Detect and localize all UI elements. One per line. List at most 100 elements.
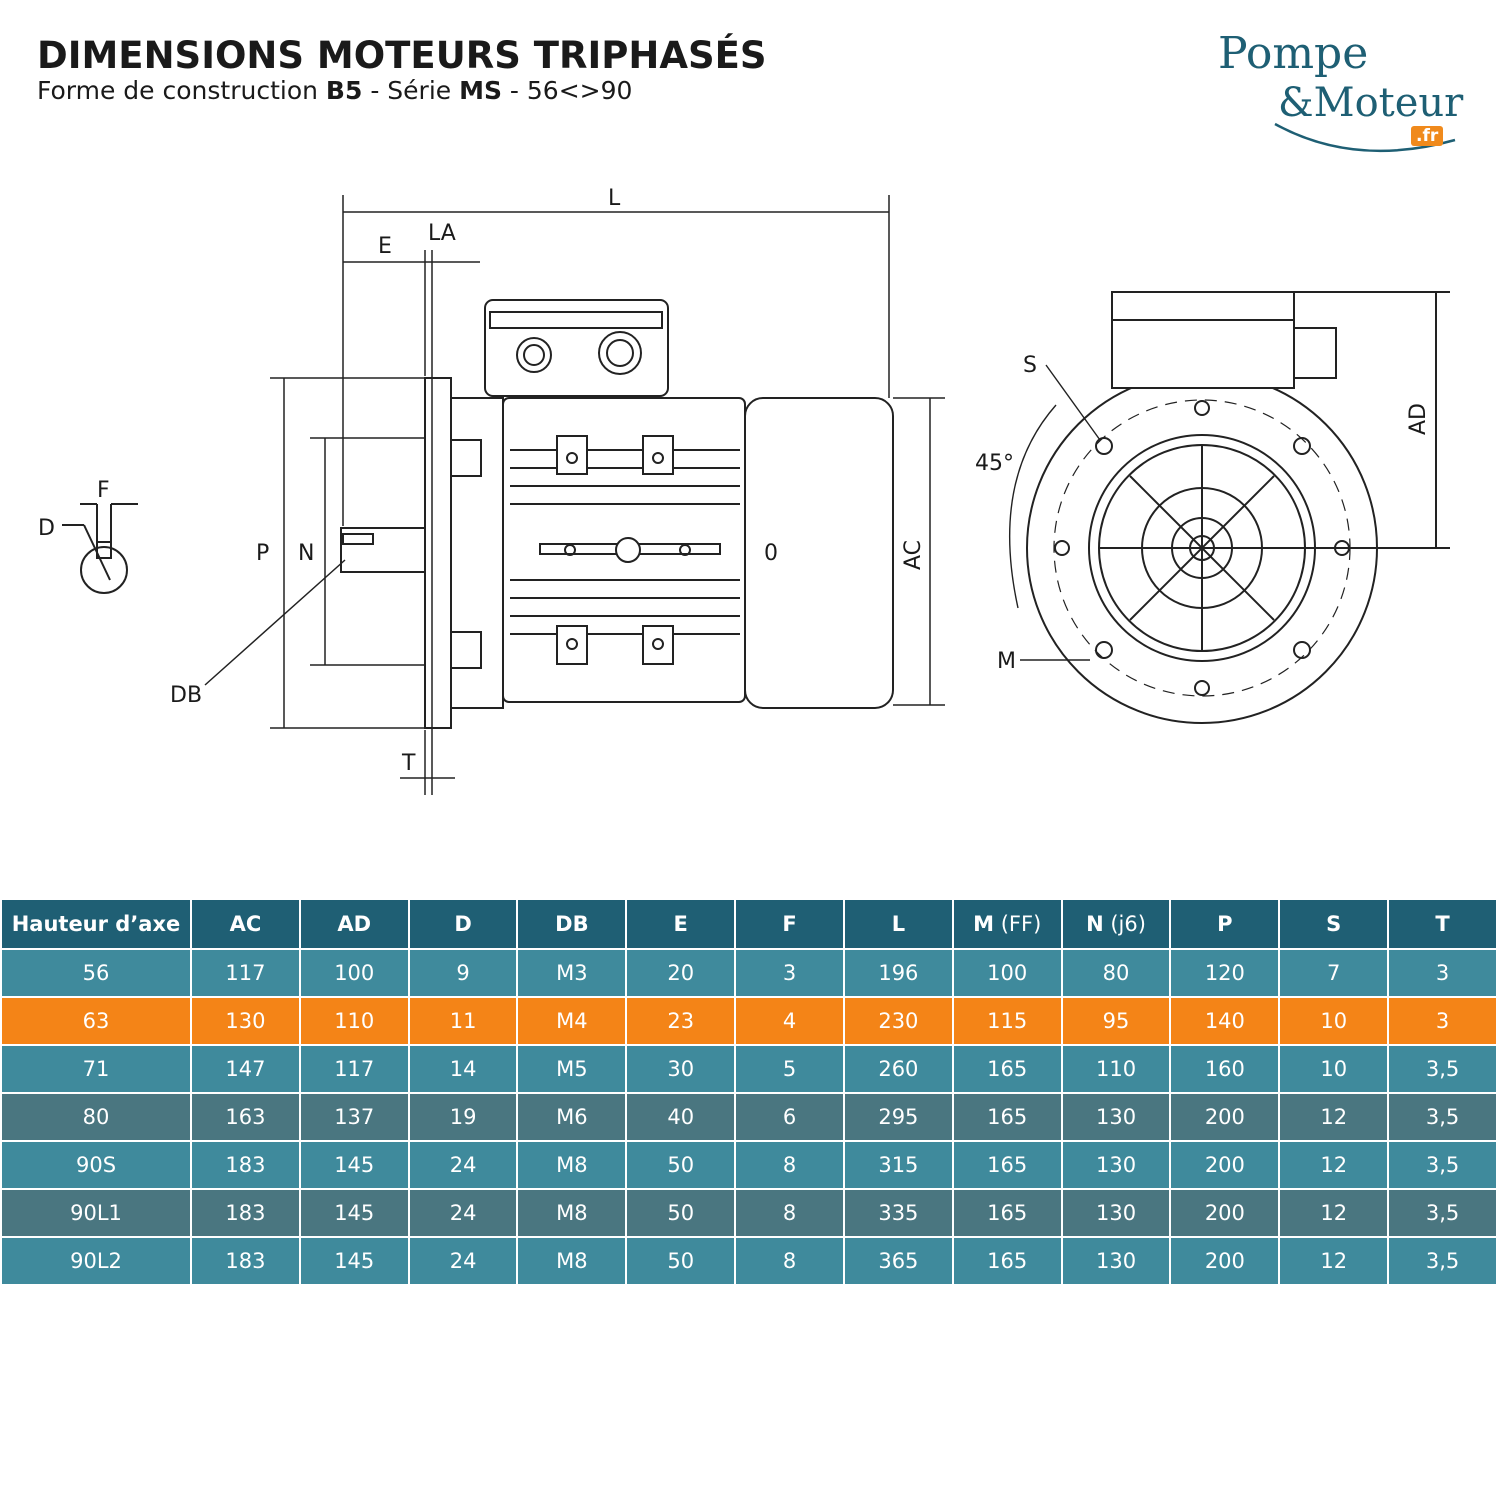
table-cell: 19 — [407, 1092, 519, 1142]
table-cell: 23 — [625, 996, 737, 1046]
table-cell: 80 — [0, 1092, 192, 1142]
header-label: P — [1217, 912, 1233, 936]
table-cell: 165 — [951, 1044, 1063, 1094]
header-label: T — [1435, 912, 1450, 936]
table-cell: 4 — [734, 996, 845, 1046]
header-tolerance: (j6) — [1103, 912, 1146, 936]
table-header-cell: T — [1387, 898, 1498, 950]
table-cell: 100 — [951, 948, 1063, 998]
table-cell: 12 — [1278, 1140, 1390, 1190]
header-label: N — [1086, 912, 1104, 936]
table-cell: 160 — [1169, 1044, 1281, 1094]
table-cell: 12 — [1278, 1092, 1390, 1142]
table-cell: 130 — [1060, 1188, 1172, 1238]
table-cell: 40 — [625, 1092, 737, 1142]
table-cell: 3,5 — [1387, 1140, 1498, 1190]
table-cell: 145 — [298, 1236, 410, 1286]
table-cell: 196 — [842, 948, 954, 998]
table-cell: 3,5 — [1387, 1092, 1498, 1142]
table-cell: 3 — [1387, 996, 1498, 1046]
table-cell: 145 — [298, 1140, 410, 1190]
table-cell: 12 — [1278, 1188, 1390, 1238]
table-cell: M3 — [516, 948, 628, 998]
table-cell: 365 — [842, 1236, 954, 1286]
subtitle-series: MS — [459, 76, 502, 105]
table-header-cell: Hauteur d’axe — [0, 898, 192, 950]
label-T: T — [401, 751, 416, 776]
label-P: P — [256, 541, 269, 566]
table-cell: 130 — [1060, 1236, 1172, 1286]
header-label: M — [973, 912, 995, 936]
subtitle-range: - 56<>90 — [501, 76, 633, 105]
table-cell: 230 — [842, 996, 954, 1046]
table-cell: 90L2 — [0, 1236, 192, 1286]
table-cell: 5 — [734, 1044, 845, 1094]
table-cell: 183 — [190, 1140, 301, 1190]
table-cell: 3,5 — [1387, 1044, 1498, 1094]
table-header-cell: L — [842, 898, 954, 950]
table-cell: 295 — [842, 1092, 954, 1142]
label-angle: 45° — [975, 451, 1014, 476]
table-cell: 3 — [734, 948, 845, 998]
label-D: D — [38, 516, 55, 541]
brand-logo: Pompe &Moteur .fr — [1215, 28, 1475, 168]
label-N: N — [298, 541, 314, 566]
logo-swoosh — [1274, 122, 1456, 153]
table-cell: 90L1 — [0, 1188, 192, 1238]
motor-drawing: L LA E F D P N DB T 0 AC AD S M 45° — [38, 186, 1450, 795]
label-O: 0 — [764, 541, 778, 566]
label-E: E — [378, 234, 392, 259]
table-cell: 335 — [842, 1188, 954, 1238]
table-cell: 10 — [1278, 1044, 1390, 1094]
table-cell: 8 — [734, 1188, 845, 1238]
dimension-lines — [204, 195, 945, 795]
table-cell: 115 — [951, 996, 1063, 1046]
table-cell: 200 — [1169, 1188, 1281, 1238]
table-cell: 137 — [298, 1092, 410, 1142]
table-cell: 183 — [190, 1188, 301, 1238]
table-cell: 12 — [1278, 1236, 1390, 1286]
label-M: M — [997, 649, 1016, 674]
table-cell: 6 — [734, 1092, 845, 1142]
table-cell: 3,5 — [1387, 1236, 1498, 1286]
table-cell: 80 — [1060, 948, 1172, 998]
header-label: DB — [555, 912, 589, 936]
table-cell: 165 — [951, 1236, 1063, 1286]
header-label: Hauteur d’axe — [11, 912, 181, 936]
table-cell: M4 — [516, 996, 628, 1046]
table-cell: M6 — [516, 1092, 628, 1142]
label-S: S — [1023, 353, 1037, 378]
table-cell: 24 — [407, 1140, 519, 1190]
label-LA: LA — [428, 221, 456, 246]
logo-tld: .fr — [1411, 126, 1444, 146]
label-AD: AD — [1406, 403, 1431, 435]
table-cell: 315 — [842, 1140, 954, 1190]
table-cell: 95 — [1060, 996, 1172, 1046]
table-header-cell: S — [1278, 898, 1390, 950]
table-cell: 145 — [298, 1188, 410, 1238]
shaft-key-detail — [62, 503, 138, 594]
label-AC: AC — [901, 540, 926, 570]
table-cell: 90S — [0, 1140, 192, 1190]
table-cell: 110 — [298, 996, 410, 1046]
table-cell: 165 — [951, 1140, 1063, 1190]
table-header-cell: E — [625, 898, 737, 950]
table-cell: 147 — [190, 1044, 301, 1094]
table-header-cell: D — [407, 898, 519, 950]
table-header-cell: DB — [516, 898, 628, 950]
logo-line2: &Moteur — [1278, 80, 1464, 126]
table-header-cell: M (FF) — [951, 898, 1063, 950]
table-cell: 140 — [1169, 996, 1281, 1046]
table-cell: 130 — [1060, 1140, 1172, 1190]
header-label: S — [1326, 912, 1342, 936]
